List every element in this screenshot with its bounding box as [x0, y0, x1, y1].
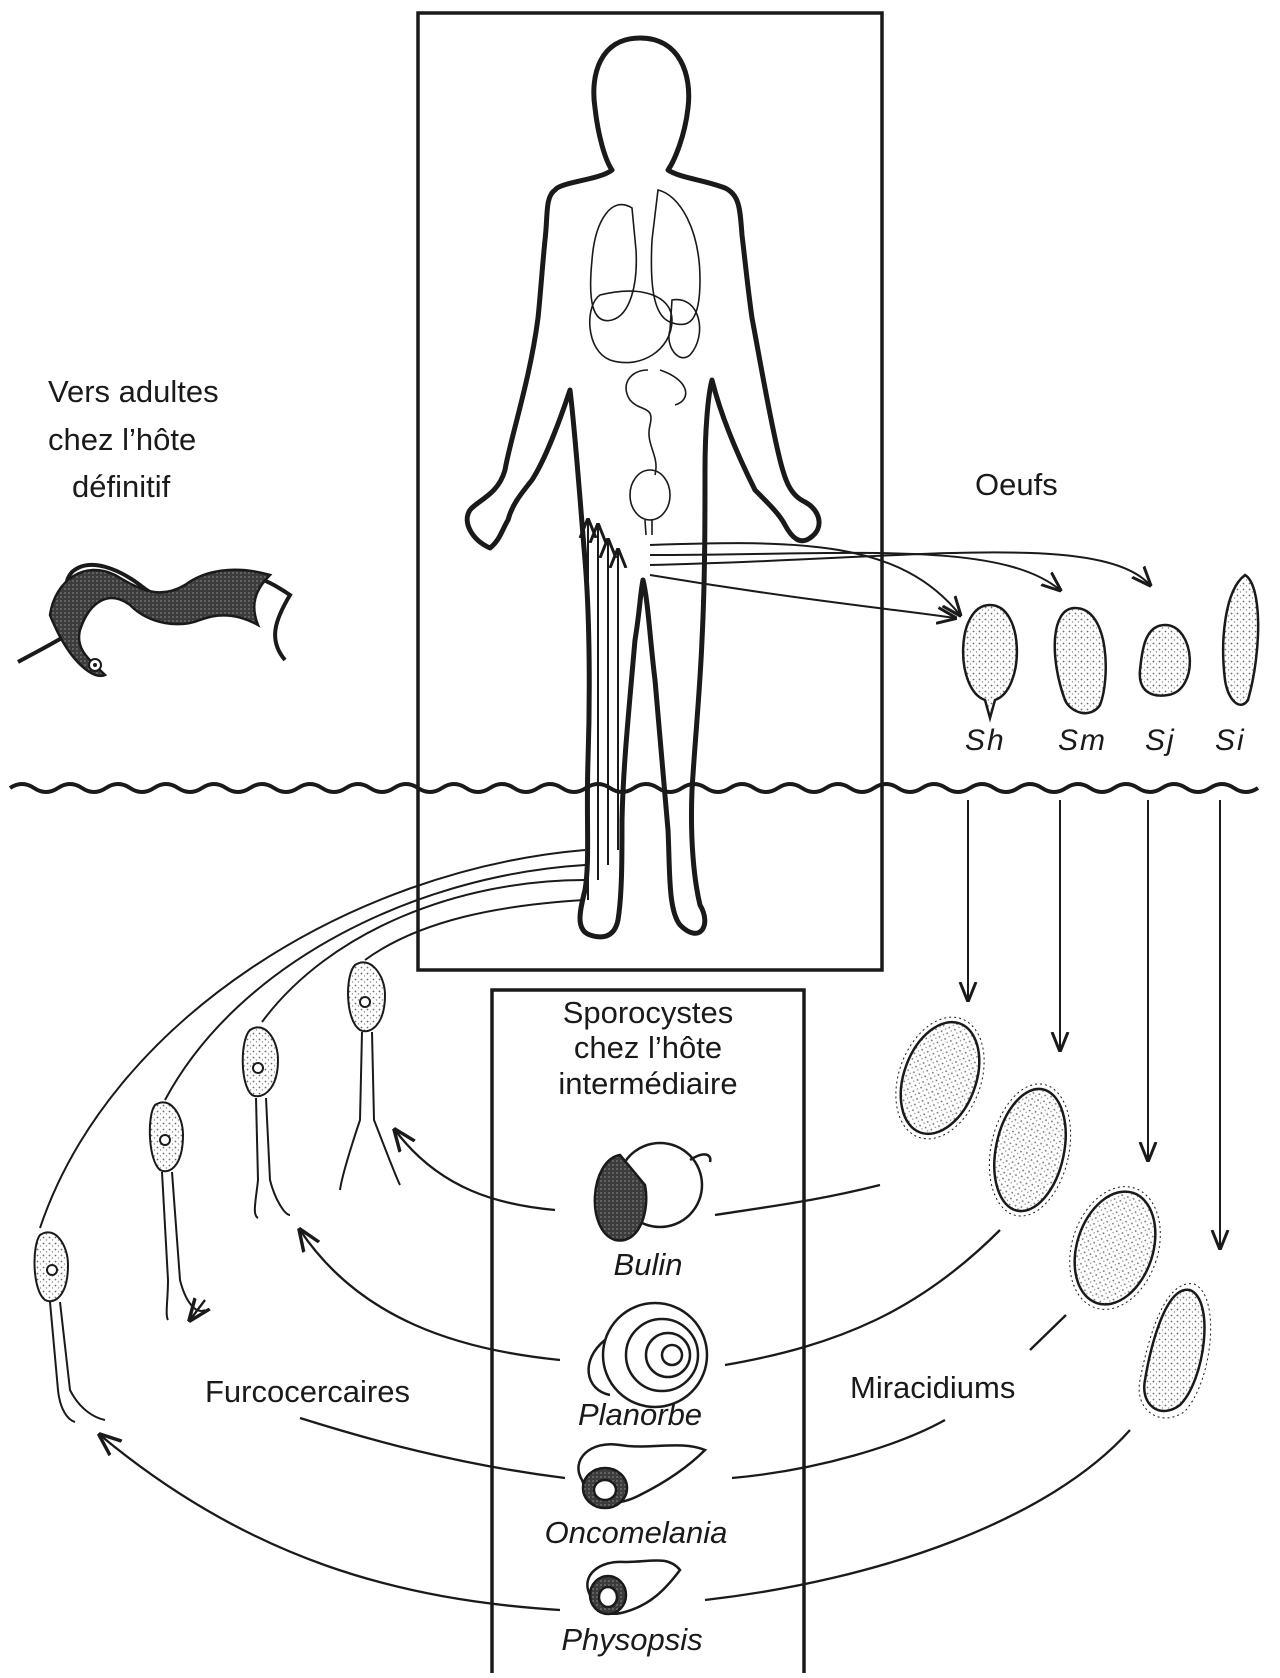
egg-species-labels: Sh Sm Sj Si: [965, 724, 1246, 757]
human-body-outline: [467, 38, 819, 937]
snail-to-cercaria-arrows: [100, 1130, 565, 1610]
miracidium-illustrations: [886, 1011, 1204, 1411]
water-surface-line: [10, 784, 1258, 792]
adult-worms-line-2: chez l’hôte: [48, 422, 196, 457]
egg-si: [1223, 575, 1258, 705]
adult-worms-line-3: définitif: [72, 469, 171, 504]
adult-worms-line-1: Vers adultes: [48, 374, 219, 409]
miracidium-1: [886, 1011, 993, 1145]
snail-physopsis-icon: [587, 1560, 680, 1614]
miracidium-3: [1061, 1181, 1169, 1315]
snail-bulin-icon: [595, 1143, 710, 1240]
egg-sm: [1055, 608, 1106, 713]
intermediate-host-line-2: chez l’hôte: [574, 1030, 722, 1065]
egg-si-label: Si: [1215, 724, 1246, 757]
definitive-host-frame: [418, 13, 882, 970]
furcocercaires-label: Furcocercaires: [205, 1374, 410, 1409]
egg-sj: [1140, 625, 1190, 696]
egg-illustrations: [963, 575, 1258, 718]
skin-penetration-arrows: [40, 520, 618, 1228]
internal-organs: [590, 190, 700, 535]
snail-oncomelania-label: Oncomelania: [545, 1515, 728, 1550]
egg-sm-label: Sm: [1058, 724, 1107, 757]
furcocercaria-2: [243, 1027, 290, 1218]
egg-sh: [963, 605, 1017, 718]
miracidium-2: [984, 1082, 1076, 1217]
adult-worms-label: Vers adultes chez l’hôte définitif: [48, 374, 219, 504]
furcocercaria-3: [150, 1102, 205, 1320]
intermediate-host-line-3: intermédiaire: [558, 1066, 737, 1101]
snail-bulin-label: Bulin: [614, 1247, 683, 1282]
furcocercaria-1: [340, 962, 400, 1190]
furcocercaria-illustrations: [35, 962, 400, 1422]
snail-planorbe-icon: [589, 1303, 707, 1407]
miracidium-4: [1144, 1290, 1204, 1411]
intermediate-host-line-1: Sporocystes: [563, 995, 734, 1030]
adult-worm-pair-illustration: [18, 565, 290, 676]
furcocercaria-4: [35, 1232, 105, 1422]
miracidiums-label: Miracidiums: [850, 1370, 1015, 1405]
egg-sh-label: Sh: [965, 724, 1006, 757]
snail-physopsis-label: Physopsis: [561, 1622, 702, 1657]
snail-planorbe-label: Planorbe: [578, 1397, 702, 1432]
eggs-label: Oeufs: [975, 467, 1058, 502]
egg-sj-label: Sj: [1145, 724, 1176, 757]
intermediate-host-label: Sporocystes chez l’hôte intermédiaire: [558, 995, 737, 1101]
snail-oncomelania-icon: [578, 1444, 705, 1508]
